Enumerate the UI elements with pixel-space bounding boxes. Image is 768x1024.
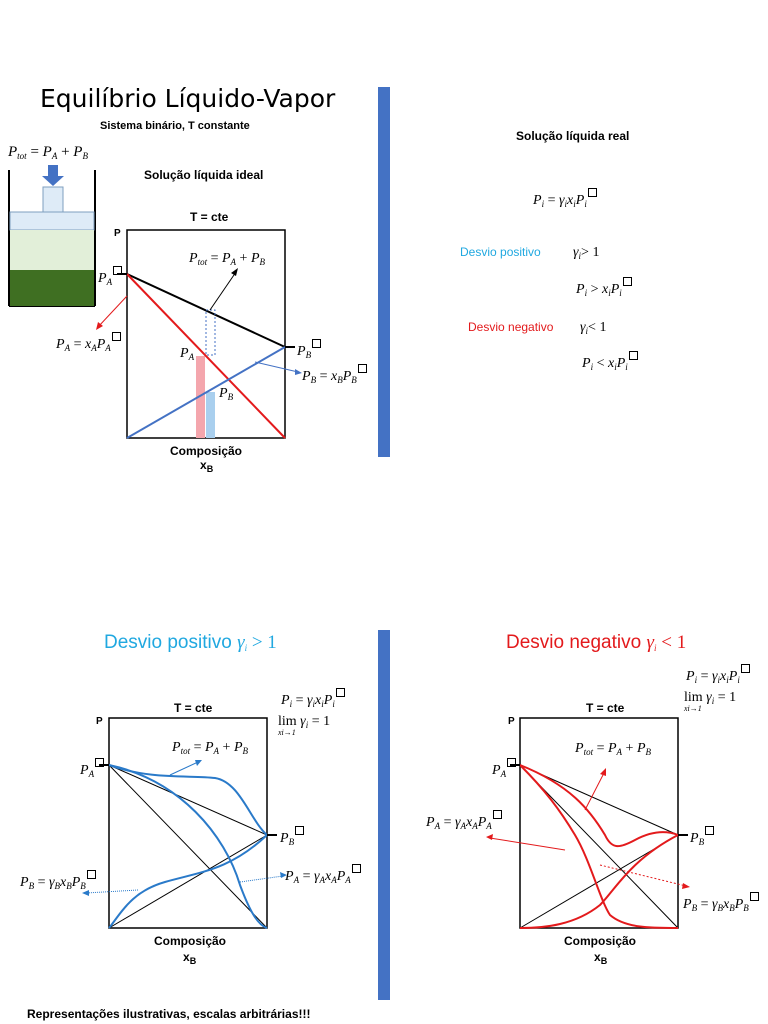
divider-bar-top bbox=[378, 87, 390, 457]
gamma-gt-one: γi> 1 bbox=[573, 245, 600, 261]
slide4-tcte: T = cte bbox=[586, 701, 625, 715]
slide4-pb-equation: PB = γBxBPB bbox=[683, 892, 759, 913]
slide1-subtitle: Sistema binário, T constante bbox=[100, 120, 250, 132]
slide3-xlabel: Composição bbox=[154, 934, 227, 948]
slide4-pb-star: PB bbox=[690, 826, 715, 847]
slide4-xvar: xB bbox=[594, 950, 608, 966]
footnote: Representações ilustrativas, escalas arb… bbox=[27, 1007, 311, 1021]
slide3-p-axis: P bbox=[96, 716, 103, 727]
slide4-ptot-label: Ptot = PA + PB bbox=[575, 741, 652, 757]
pi-lt-ideal: Pi < xiPi bbox=[582, 351, 638, 372]
slide4-p-axis: P bbox=[508, 716, 515, 727]
slide1-tcte: T = cte bbox=[190, 210, 229, 224]
divider-bar-bottom bbox=[378, 630, 390, 1000]
slide1-pb-star: PB bbox=[297, 339, 322, 360]
slide1-p-axis: P bbox=[114, 228, 121, 239]
slide1-pb-label: PB bbox=[219, 386, 234, 402]
slide3-ptot-label: Ptot = PA + PB bbox=[172, 740, 249, 756]
slide1-xvar: xB bbox=[200, 458, 214, 474]
slide1-pa-label: PA bbox=[180, 346, 195, 362]
raoult-b-equation: PB = xBPB bbox=[302, 364, 367, 385]
slide4-pa-equation: PA = γAxAPA bbox=[426, 810, 502, 831]
ptot-equation: Ptot = PA + PB bbox=[8, 144, 88, 161]
raoult-a-equation: PA = xAPA bbox=[56, 332, 121, 353]
gamma-lt-one: γi< 1 bbox=[580, 320, 607, 336]
slide4-pa-star: PA bbox=[492, 758, 517, 779]
slide1-title: Equilíbrio Líquido-Vapor bbox=[40, 84, 336, 113]
desvio-positivo-label: Desvio positivo bbox=[460, 245, 541, 259]
desvio-negativo-label: Desvio negativo bbox=[468, 320, 554, 334]
slide3-activity-eq: Pi = γixiPi bbox=[281, 688, 345, 709]
slide3-xvar: xB bbox=[183, 950, 197, 966]
pi-gt-ideal: Pi > xiPi bbox=[576, 277, 632, 298]
slide3-pb-star: PB bbox=[280, 826, 305, 847]
slide3-pa-star: PA bbox=[80, 758, 105, 779]
slide4-activity-eq: Pi = γixiPi bbox=[686, 664, 750, 685]
slide4-title: Desvio negativo γi < 1 bbox=[506, 632, 687, 653]
slide1-xlabel: Composição bbox=[170, 444, 243, 458]
slide3-title: Desvio positivo γi > 1 bbox=[104, 632, 277, 653]
slide1-pa-star: PA bbox=[98, 266, 123, 287]
slide3-tcte: T = cte bbox=[174, 701, 213, 715]
slide3-pb-equation: PB = γBxBPB bbox=[20, 870, 96, 891]
ideal-heading: Solução líquida ideal bbox=[144, 168, 264, 182]
pb-bar bbox=[206, 392, 215, 438]
pa-bar bbox=[196, 356, 205, 438]
slide1-ptot-label: Ptot = PA + PB bbox=[189, 251, 266, 267]
activity-equation: Pi = γixiPi bbox=[533, 188, 597, 209]
slide3-pa-equation: PA = γAxAPA bbox=[285, 864, 361, 885]
slide4-xlabel: Composição bbox=[564, 934, 637, 948]
real-heading: Solução líquida real bbox=[516, 129, 630, 143]
